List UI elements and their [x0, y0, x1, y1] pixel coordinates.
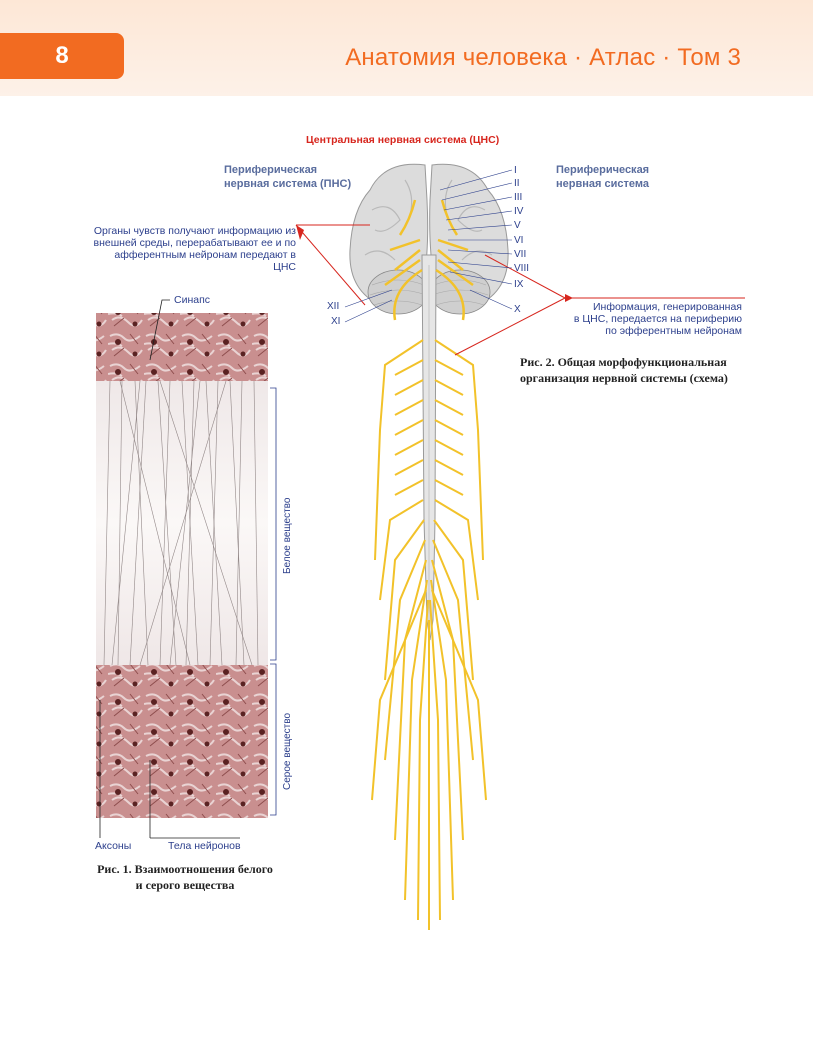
cranial-nerve-4: IV — [514, 206, 523, 217]
cranial-nerve-11: XI — [331, 316, 340, 327]
gray-matter-label: Серое вещество — [282, 713, 293, 790]
cranial-nerve-7: VII — [514, 249, 526, 260]
figure1-caption-line2: и серого вещества — [90, 877, 280, 893]
afferent-text-line1: Органы чувств получают информацию из — [92, 225, 296, 237]
pns-right-label-line2: нервная система — [556, 177, 649, 191]
figure1-caption-line1: Рис. 1. Взаимоотношения белого — [90, 861, 280, 877]
pns-left-label-line2: нервная система (ПНС) — [224, 177, 351, 191]
cns-label: Центральная нервная система (ЦНС) — [306, 134, 499, 146]
efferent-text-line2: в ЦНС, передается на периферию — [572, 313, 742, 325]
efferent-text-line1: Информация, генерированная — [572, 301, 742, 313]
cranial-nerve-3: III — [514, 192, 522, 203]
figure2-caption-line1: Рис. 2. Общая морфофункциональная — [520, 354, 727, 370]
pns-left-label-line1: Периферическая — [224, 163, 317, 177]
cranial-nerve-8: VIII — [514, 263, 529, 274]
cranial-nerve-6: VI — [514, 235, 523, 246]
white-matter-label: Белое вещество — [282, 498, 293, 574]
cranial-nerve-5: V — [514, 220, 521, 231]
cranial-nerve-2: II — [514, 178, 520, 189]
afferent-text-line2: внешней среды, перерабатывают ее и по — [92, 237, 296, 249]
pns-right-label-line1: Периферическая — [556, 163, 649, 177]
afferent-text-line3: афферентным нейронам передают в ЦНС — [92, 249, 296, 273]
cranial-nerve-1: I — [514, 165, 517, 176]
synapse-label: Синапс — [174, 294, 210, 306]
cranial-nerve-10: X — [514, 304, 521, 315]
cranial-nerve-9: IX — [514, 279, 523, 290]
efferent-text-line3: по эфферентным нейронам — [572, 325, 742, 337]
axons-label: Аксоны — [95, 840, 131, 852]
cranial-nerve-12: XII — [327, 301, 339, 312]
neuron-bodies-label: Тела нейронов — [168, 840, 241, 852]
figure2-caption-line2: организация нервной системы (схема) — [520, 370, 728, 386]
